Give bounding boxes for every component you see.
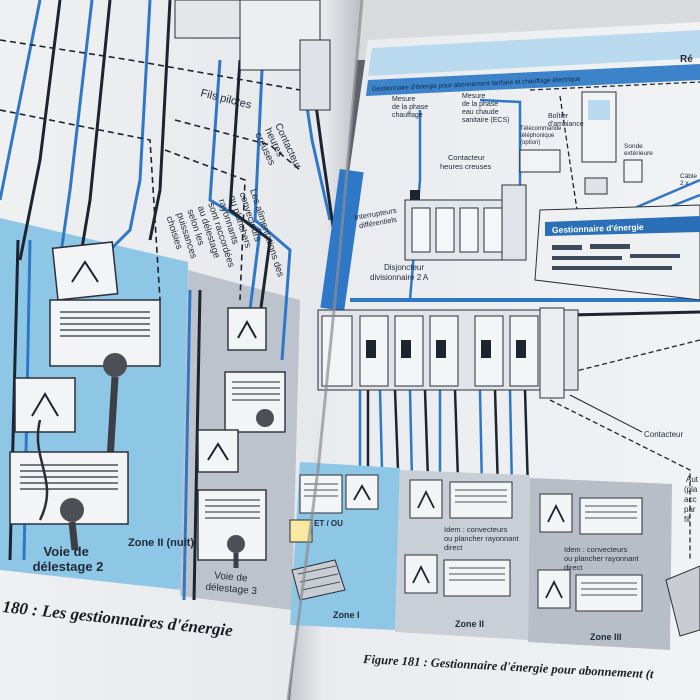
zone3-devices <box>537 493 643 612</box>
label-mesure-ecs-3: eau chaude <box>462 109 499 116</box>
svg-text:Mesure de la phase: Mesure de la phase chauffage <box>392 96 430 119</box>
outdoor-sensor <box>623 159 643 183</box>
label-cable-2: 2 x <box>680 180 689 187</box>
device-title: Gestionnaire d'énergie <box>552 222 644 235</box>
label-telecommande-3: (option) <box>520 140 540 146</box>
label-auto-3: acc <box>684 495 696 504</box>
label-zone2: Zone II <box>455 619 484 629</box>
label-mesure-ecs-4: sanitaire (ECS) <box>462 117 509 124</box>
right-grey-zone-devices <box>197 307 286 568</box>
label-contacteur-hc-r-2: heures creuses <box>440 162 492 171</box>
top-breaker-group <box>404 184 527 261</box>
label-contacteur-hc-r-1: Contacteur <box>448 153 485 162</box>
svg-text:Idem : convecteurs ou pl: Idem : convecteurs ou plancher rayonnant… <box>564 545 641 572</box>
label-et-ou: ET / OU <box>314 519 343 528</box>
svg-text:Sonde extérieure: Sonde extérieure <box>624 143 653 157</box>
left-breaker-row <box>174 0 331 111</box>
label-idem1-2: ou plancher rayonnant <box>444 534 520 543</box>
svg-text:Voie de délestage 2: Voie de délestage 2 <box>33 544 104 574</box>
label-auto-4: par <box>684 505 696 514</box>
label-boitier-1: Boîtier <box>548 113 569 120</box>
label-zone3: Zone III <box>590 632 622 642</box>
label-mesure-ecs-2: de la phase <box>462 101 498 108</box>
svg-text:Aut (pla acc: Aut (pla acc par fil <box>684 475 700 524</box>
label-telecommande-1: Télécommande <box>520 126 562 132</box>
label-mesure-ecs-1: Mesure <box>462 93 485 100</box>
ambiance-box <box>581 91 617 163</box>
remote-box <box>519 149 561 173</box>
left-page: Fils pilotes Contacteur heures creuses L… <box>0 0 362 700</box>
svg-text:Mesure de la phase: Mesure de la phase eau chaude sanitaire … <box>462 93 509 124</box>
label-sonde-2: extérieure <box>624 150 653 157</box>
label-idem1-3: direct <box>444 543 463 552</box>
label-idem1-1: Idem : convecteurs <box>444 525 508 534</box>
energy-manager-device: Gestionnaire d'énergie <box>534 204 700 301</box>
label-zone1: Zone I <box>333 610 360 620</box>
label-mesure-chauffage-2: de la phase <box>392 104 428 111</box>
svg-text:Câble 2 x: Câble 2 x <box>680 173 699 187</box>
label-sonde-1: Sonde <box>624 143 643 150</box>
label-disjoncteur-1: Disjoncteur <box>384 263 424 272</box>
right-header-tag: Ré <box>680 54 693 65</box>
label-voie-3-1: Voie de <box>214 570 249 584</box>
right-header-band <box>368 30 700 76</box>
floor-heating-right <box>665 565 700 637</box>
svg-text:Idem : convecteurs ou pl: Idem : convecteurs ou plancher rayonnant… <box>444 525 521 552</box>
label-voie-2-2: délestage 2 <box>33 559 104 574</box>
label-mesure-chauffage-1: Mesure <box>392 96 415 103</box>
label-cable-1: Câble <box>680 173 697 180</box>
svg-text:Contacteur heures creuse: Contacteur heures creuses <box>440 153 492 171</box>
label-zone-nuit: Zone II (nuit) <box>128 537 194 549</box>
label-boitier-2: d'ambiance <box>548 121 584 128</box>
title-strip <box>366 64 700 96</box>
svg-text:Boîtier d'ambiance: Boîtier d'ambiance <box>548 113 584 128</box>
label-disjoncteur-2: divisionnaire 2 A <box>370 273 429 282</box>
label-voie-3-2: délestage 3 <box>205 582 258 598</box>
label-idem2-2: ou plancher rayonnant <box>564 554 640 563</box>
svg-text:Télécommande téléphoniqu: Télécommande téléphonique (option) <box>520 126 563 146</box>
svg-text:Disjoncteur divisionnair: Disjoncteur divisionnaire 2 A <box>370 263 429 282</box>
label-auto-2: (pla <box>684 485 698 494</box>
label-mesure-chauffage-3: chauffage <box>392 112 423 119</box>
label-idem2-3: direct <box>564 563 583 572</box>
zone2-devices <box>404 479 513 597</box>
main-breaker-row <box>317 307 579 399</box>
label-voie-2-1: Voie de <box>44 544 89 559</box>
label-telecommande-2: téléphonique <box>520 133 555 139</box>
right-page: Ré Gestionnaire d'énergie pour abonnemen… <box>289 22 700 700</box>
sensor-block <box>584 177 608 195</box>
svg-text:Voie de délestage 3: Voie de délestage 3 <box>205 570 259 597</box>
label-contacteur: Contacteur <box>644 430 683 439</box>
label-auto-5: fil <box>684 515 690 524</box>
left-zone-devices <box>9 241 161 551</box>
zone1-devices: ET / OU <box>289 474 379 601</box>
label-idem2-1: Idem : convecteurs <box>564 545 628 554</box>
label-auto-1: Aut <box>686 475 699 484</box>
